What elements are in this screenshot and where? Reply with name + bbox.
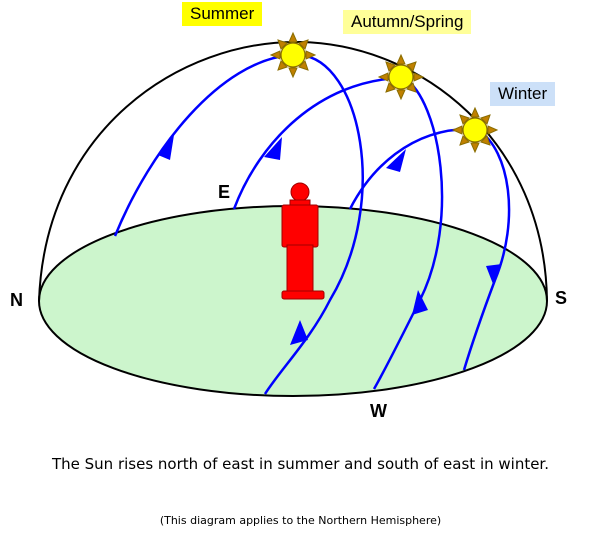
- caption-text: The Sun rises north of east in summer an…: [51, 455, 549, 473]
- equinox-arrow-down: [412, 290, 428, 315]
- summer-sun-path-rise: [113, 53, 293, 237]
- direction-west: W: [370, 401, 387, 421]
- dome-outline: [38, 40, 548, 302]
- summer-sun-icon: [269, 31, 317, 79]
- season-label-winter: Winter: [490, 82, 556, 106]
- winter-arrow-down: [486, 264, 502, 284]
- summer-arrow-down: [290, 320, 308, 345]
- winter-arrow-up: [386, 149, 406, 172]
- summer-arrow-up: [158, 135, 174, 160]
- equinox-arrow-up: [264, 137, 282, 160]
- equinox-sun-icon: [377, 53, 425, 101]
- season-label-autumn-spring: Autumn/Spring: [343, 10, 472, 34]
- direction-east: E: [218, 182, 231, 202]
- winter-sun-icon: [451, 106, 499, 154]
- season-label-summer: Summer: [182, 2, 263, 26]
- summer-sun-path-set: [263, 53, 364, 395]
- hemisphere-note: (This diagram applies to the Northern He…: [159, 514, 442, 527]
- direction-north: N: [10, 290, 23, 310]
- equinox-sun-path-set: [372, 76, 444, 390]
- direction-south: S: [555, 288, 568, 308]
- equinox-sun-path-rise: [232, 76, 399, 210]
- winter-sun-path-rise: [348, 127, 473, 210]
- person-figure: [281, 182, 325, 300]
